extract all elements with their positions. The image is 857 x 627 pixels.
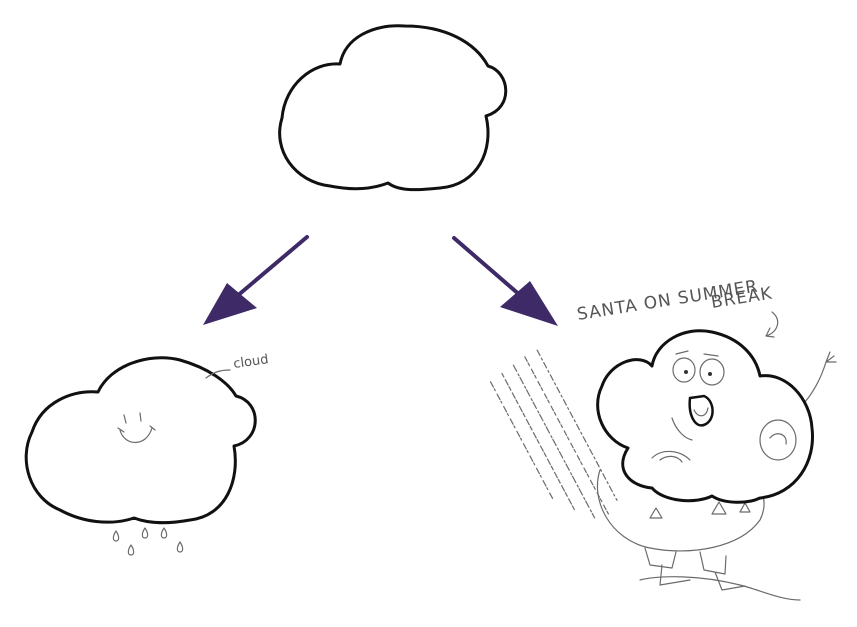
rain-cloud-outline bbox=[24, 356, 257, 525]
source-cloud bbox=[278, 24, 508, 192]
scribble-notes bbox=[489, 349, 618, 519]
rain-cloud-sketch: cloud bbox=[24, 352, 269, 556]
arrow-down-right-icon bbox=[452, 236, 558, 326]
arrow-down-left-icon bbox=[203, 235, 309, 325]
cloud-note-label: cloud bbox=[232, 352, 269, 372]
santa-face bbox=[651, 350, 797, 463]
cloud-note-pointer bbox=[205, 369, 231, 379]
cloud-face bbox=[117, 412, 156, 444]
santa-sketch: SANTA ON SUMMER BREAK bbox=[489, 277, 837, 601]
curved-arrow-icon bbox=[765, 311, 779, 338]
source-cloud-outline bbox=[278, 24, 508, 192]
raindrops bbox=[112, 527, 184, 556]
santa-body bbox=[596, 351, 837, 601]
